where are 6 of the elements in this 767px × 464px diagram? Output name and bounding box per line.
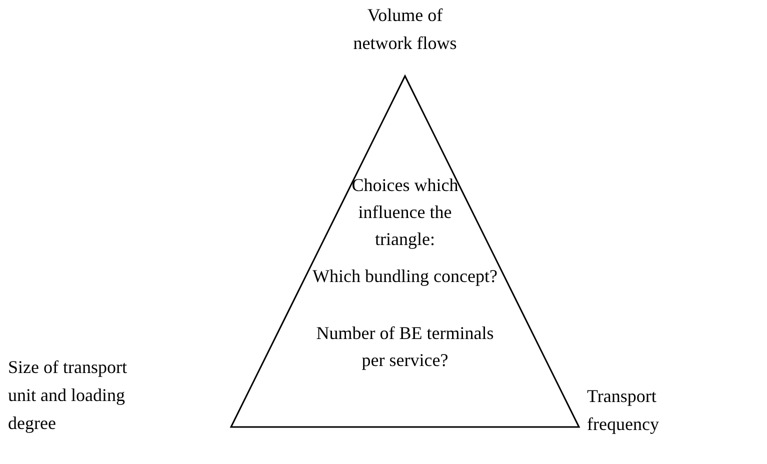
corner-label: Size of transport unit and loading degree [8,356,128,435]
question-text: Number of BE terminals per service? [315,322,495,372]
corner-label: Transport frequency [587,385,660,436]
corner-label: Volume of network flows [352,4,458,55]
question-text: Which bundling concept? [312,265,498,288]
center-heading: Choices which influence the triangle: [350,174,460,251]
